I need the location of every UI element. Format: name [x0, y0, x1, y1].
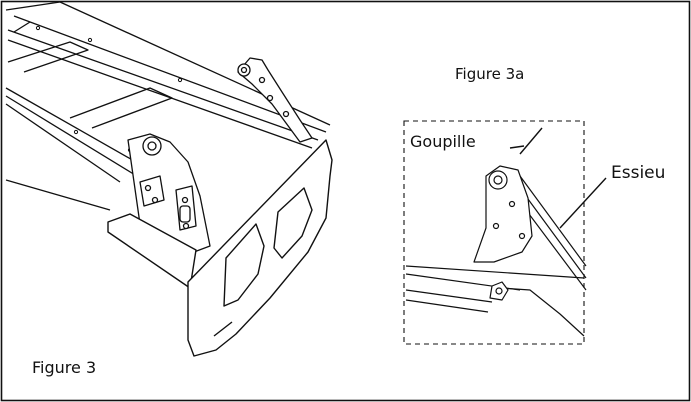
essieu-leader	[559, 177, 607, 229]
essieu-label: Essieu	[611, 163, 666, 183]
goupille-leader	[509, 145, 525, 149]
inset-detail	[405, 165, 587, 337]
goupille-pin	[519, 127, 543, 155]
left-bracket	[127, 133, 211, 253]
right-bracket	[237, 57, 313, 143]
goupille-label: Goupille	[410, 132, 476, 151]
leader-lines	[509, 127, 607, 229]
inset-frame	[403, 120, 585, 345]
frame-rails	[5, 1, 331, 211]
end-plate	[107, 139, 333, 357]
figure-3-label: Figure 3	[32, 358, 97, 377]
figure-3a-label: Figure 3a	[455, 65, 525, 83]
